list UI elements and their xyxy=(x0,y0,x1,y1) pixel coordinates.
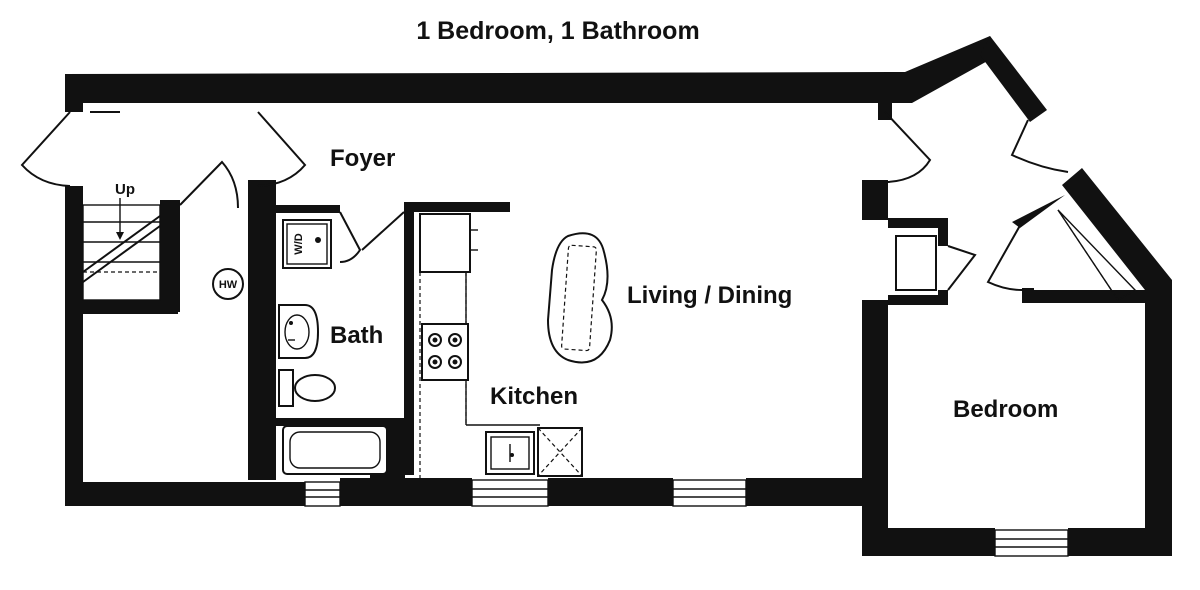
plan-title: 1 Bedroom, 1 Bathroom xyxy=(416,17,699,45)
interior-walls xyxy=(83,180,1145,480)
water-heater-icon xyxy=(212,268,244,300)
windows xyxy=(304,479,1069,557)
stairs xyxy=(82,198,161,301)
washer-dryer-label: W/D xyxy=(293,233,305,254)
bathroom-sink-icon xyxy=(278,304,320,359)
kitchen-sink-icon xyxy=(485,431,535,475)
doors xyxy=(20,111,1069,291)
room-label-bath: Bath xyxy=(330,322,383,349)
room-label-bedroom: Bedroom xyxy=(953,396,1058,423)
stair-up-label: Up xyxy=(115,181,135,198)
room-label-living-dining: Living / Dining xyxy=(627,282,792,309)
bathtub-icon xyxy=(282,425,388,475)
room-label-foyer: Foyer xyxy=(330,145,395,172)
exterior-walls xyxy=(65,36,1172,556)
dining-table-icon xyxy=(546,232,613,364)
toilet-icon xyxy=(278,369,336,407)
water-heater-label: HW xyxy=(219,279,238,291)
room-label-kitchen: Kitchen xyxy=(490,383,578,410)
stove-icon xyxy=(421,323,469,381)
refrigerator-icon xyxy=(419,213,478,273)
dishwasher-icon xyxy=(537,427,583,477)
bedroom-closet-2-icon xyxy=(1057,209,1137,301)
bedroom-closet-icon xyxy=(895,235,937,291)
washer-dryer-icon xyxy=(282,219,332,269)
